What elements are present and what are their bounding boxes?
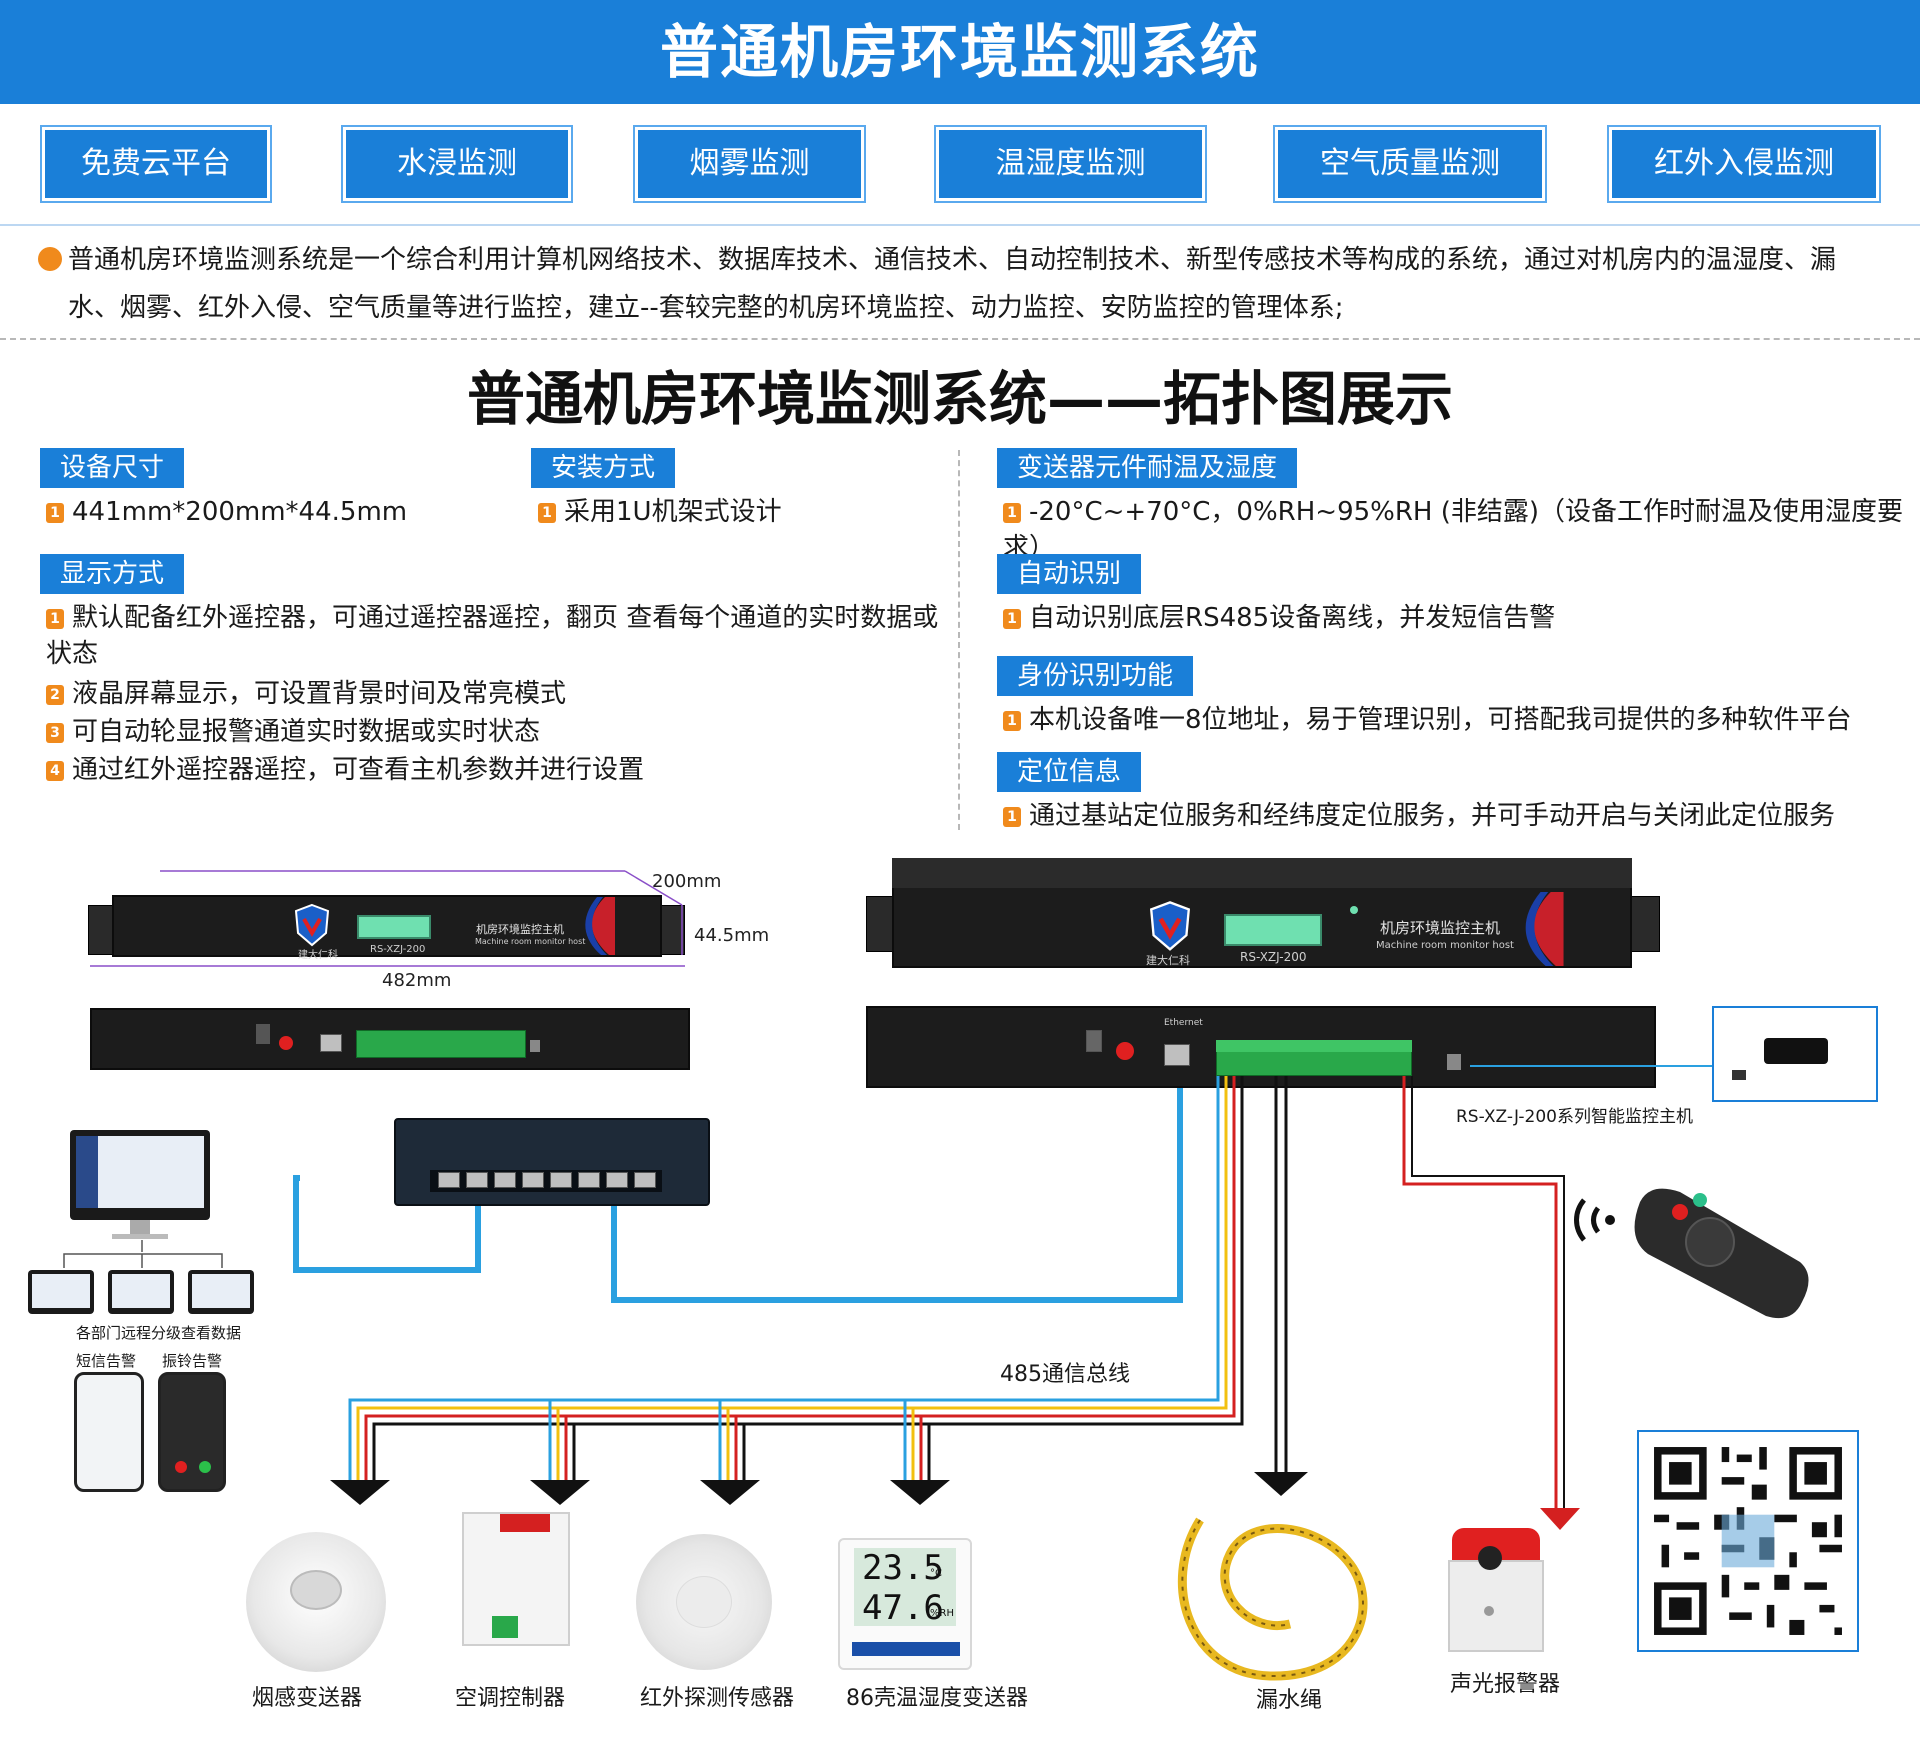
feature-infrared-intrusion[interactable]: 红外入侵监测 xyxy=(1607,125,1881,203)
host-label: RS-XZ-J-200系列智能监控主机 xyxy=(1456,1107,1693,1127)
divider xyxy=(0,224,1920,226)
phone-sms xyxy=(74,1372,144,1492)
device-brand-large: 建大仁科 xyxy=(1146,954,1190,967)
th-temp-unit: °C xyxy=(930,1568,942,1579)
feature-smoke[interactable]: 烟雾监测 xyxy=(633,125,866,203)
qr-code[interactable] xyxy=(1637,1430,1859,1652)
feature-cloud-platform[interactable]: 免费云平台 xyxy=(40,125,272,203)
dimension-depth: 200mm xyxy=(652,871,722,892)
lcd-screen xyxy=(357,915,431,939)
brand-logo-icon xyxy=(294,903,330,947)
th-temp-value: 23.5 xyxy=(862,1548,944,1588)
sensor-label-smoke: 烟感变送器 xyxy=(252,1686,363,1711)
divider-dashed xyxy=(0,338,1920,340)
device-swoosh-icon xyxy=(585,897,615,955)
ring-alarm-label: 振铃告警 xyxy=(162,1352,223,1370)
phone-ring xyxy=(158,1372,226,1492)
sensor-label-alarm: 声光报警器 xyxy=(1450,1672,1561,1697)
device-brand-small: 建大仁科 xyxy=(298,950,338,961)
spec-env-item: 1-20°C~+70°C，0%RH~95%RH (非结露)（设备工作时耐温及使用… xyxy=(1003,497,1904,563)
device-name-cn-large: 机房环境监控主机 xyxy=(1380,919,1501,937)
water-rope-icon xyxy=(1177,1517,1368,1681)
device-name-cn-small: 机房环境监控主机 xyxy=(476,923,564,936)
bullet-dot xyxy=(38,247,62,271)
feature-water-leak[interactable]: 水浸监测 xyxy=(341,125,573,203)
spec-autoid-label: 自动识别 xyxy=(997,554,1142,594)
terminal-block xyxy=(356,1030,526,1058)
spec-identity-label: 身份识别功能 xyxy=(997,656,1194,696)
device-name-en-large: Machine room monitor host xyxy=(1376,940,1514,951)
dimension-height: 44.5mm xyxy=(694,925,770,946)
topology-title: 普通机房环境监测系统——拓扑图展示 xyxy=(466,365,1453,433)
qr-code-icon xyxy=(1639,1432,1857,1650)
ethernet-label: Ethernet xyxy=(1164,1018,1203,1028)
device-swoosh-icon-large xyxy=(1525,892,1564,966)
sensor-label-ac: 空调控制器 xyxy=(455,1686,566,1711)
dimension-width: 482mm xyxy=(382,970,452,991)
sms-alarm-label: 短信告警 xyxy=(76,1352,137,1370)
spec-location-label: 定位信息 xyxy=(997,752,1142,792)
power-adapter xyxy=(1712,1006,1878,1102)
th-hum-value: 47.6 xyxy=(862,1588,944,1628)
remote-control-icon xyxy=(1574,1188,1809,1319)
spec-env-label: 变送器元件耐温及湿度 xyxy=(997,448,1298,488)
lcd-screen-large xyxy=(1224,914,1322,946)
th-hum-unit: %RH xyxy=(930,1608,954,1619)
ethernet-port-large xyxy=(1164,1044,1190,1066)
spec-install-label: 安装方式 xyxy=(531,448,676,488)
bus-label: 485通信总线 xyxy=(1000,1362,1130,1387)
divider-vertical xyxy=(958,450,960,830)
ethernet-port xyxy=(320,1034,342,1052)
page-title: 普通机房环境监测系统 xyxy=(659,18,1260,86)
spec-display-label: 显示方式 xyxy=(40,554,185,594)
feature-bar: 免费云平台 水浸监测 烟雾监测 温湿度监测 空气质量监测 红外入侵监测 xyxy=(0,125,1920,205)
spec-size-label: 设备尺寸 xyxy=(40,448,185,488)
sensor-label-infrared: 红外探测传感器 xyxy=(640,1686,795,1711)
brand-logo-icon-large xyxy=(1149,901,1191,951)
top-banner xyxy=(0,0,1920,104)
feature-temp-humidity[interactable]: 温湿度监测 xyxy=(934,125,1207,203)
sensor-label-th: 86壳温湿度变送器 xyxy=(846,1686,1028,1711)
device-model-small: RS-XZJ-200 xyxy=(370,944,426,955)
device-model-large: RS-XZJ-200 xyxy=(1240,950,1307,964)
device-name-en-small: Machine room monitor host xyxy=(475,937,586,946)
departments-label: 各部门远程分级查看数据 xyxy=(76,1324,242,1342)
system-description: 普通机房环境监测系统是一个综合利用计算机网络技术、数据库技术、通信技术、自动控制… xyxy=(68,245,1837,323)
feature-air-quality[interactable]: 空气质量监测 xyxy=(1273,125,1547,203)
sensor-label-water: 漏水绳 xyxy=(1256,1688,1323,1713)
